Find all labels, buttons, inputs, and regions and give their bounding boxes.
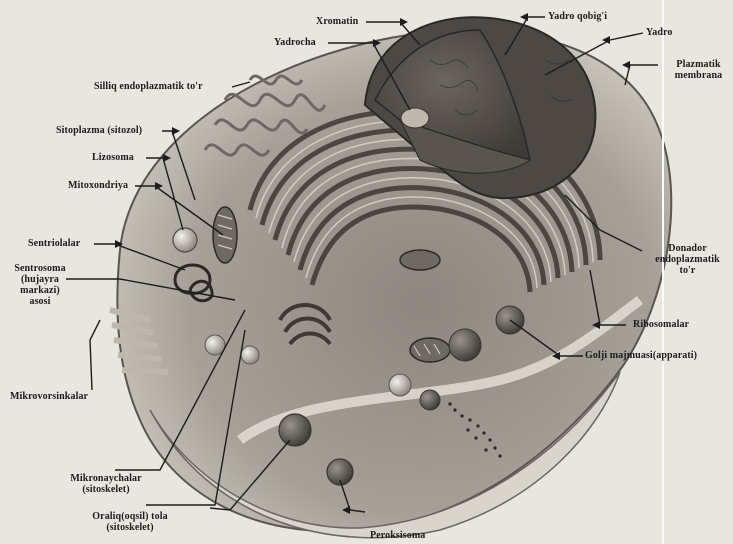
label-xromatin: Xromatin xyxy=(316,16,358,27)
label-mikrovorsinkalar: Mikrovorsinkalar xyxy=(10,391,88,402)
nucleolus xyxy=(401,108,429,128)
label-peroksisoma: Peroksisoma xyxy=(370,530,425,541)
label-mitoxondriya: Mitoxondriya xyxy=(68,180,128,191)
label-mikronaychalar: Mikronaychalar (sitoskelet) xyxy=(48,473,164,495)
label-sitoplazma: Sitoplazma (sitozol) xyxy=(56,125,142,136)
peroxisome-2 xyxy=(279,414,311,446)
label-golji: Golji majmuasi(apparati) xyxy=(585,350,697,361)
label-yadro-qobigi: Yadro qobig'i xyxy=(548,11,607,22)
lysosome xyxy=(173,228,197,252)
label-sentriolalar: Sentriolalar xyxy=(28,238,80,249)
label-yadrocha: Yadrocha xyxy=(274,37,316,48)
label-donador-er: Donador endoplazmatik to'r xyxy=(642,243,733,276)
label-silliq-er: Silliq endoplazmatik to'r xyxy=(94,81,203,92)
label-ribosomalar: Ribosomalar xyxy=(633,319,689,330)
label-lizosoma: Lizosoma xyxy=(92,152,134,163)
label-plazmatik-membrana: Plazmatik membrana xyxy=(664,59,733,81)
label-oraliq-tola: Oraliq(oqsil) tola (sitoskelet) xyxy=(70,511,190,533)
label-sentrosoma: Sentrosoma (hujayra markazi) asosi xyxy=(10,263,70,307)
label-yadro: Yadro xyxy=(646,27,672,38)
